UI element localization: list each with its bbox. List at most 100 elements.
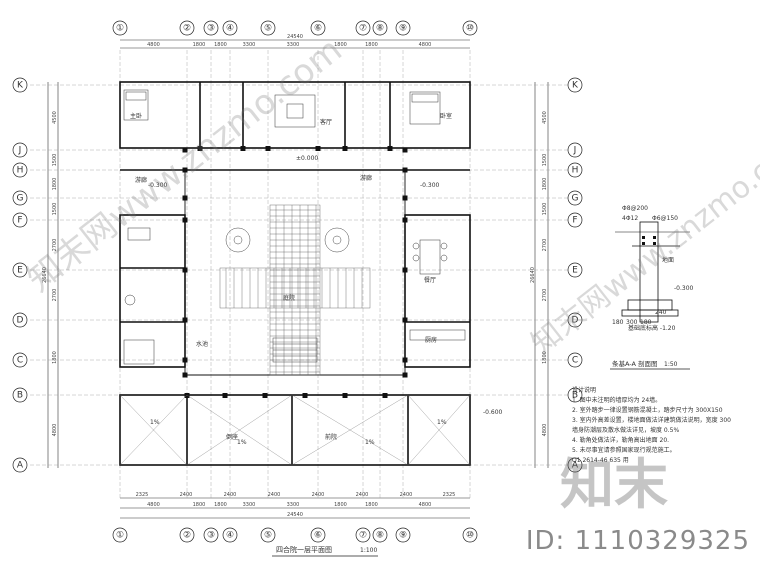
rebar-spec-3: Φ6@150	[652, 215, 678, 222]
dim-top-4: 3300	[243, 42, 256, 48]
courtyard-label: 庭院	[283, 294, 295, 302]
room-labels: 主卧 客厅 卧室 游廊 游廊 庭院 餐厅 厨房 倒座 前院 1% 1% 1% 1…	[130, 112, 503, 446]
dim-right-1: 4500	[542, 111, 548, 124]
svg-text:⑥: ⑥	[314, 531, 322, 541]
dim-top-5: 3300	[287, 42, 300, 48]
grid-col-top-7: ⑦	[355, 20, 371, 36]
grid-col-top-1: ①	[112, 20, 128, 36]
dim-bottom-2: 1800	[193, 502, 206, 508]
slope-label-3: 1%	[365, 439, 375, 446]
grid-col-bottom-8: ⑧	[372, 527, 388, 543]
note-line-6: 5. 未尽事宜请参照国家现行规范施工。	[572, 446, 676, 454]
dim-bottom2-3: 2400	[224, 492, 237, 498]
plan-scale: 1:100	[360, 547, 377, 554]
dim-top-1: 4800	[147, 42, 160, 48]
grid-row-right-A: A	[567, 457, 583, 473]
grid-col-top-5: ⑤	[260, 20, 276, 36]
grid-row-left-E: E	[12, 262, 28, 278]
grid-row-left-K: K	[12, 77, 28, 93]
note-line-2: 2. 室外踏步一律设置钢筋混凝土，踏步尺寸为 300X150	[572, 406, 723, 414]
svg-text:②: ②	[183, 24, 191, 34]
dim-right-8: 4800	[542, 424, 548, 437]
grid-row-left-H: H	[12, 162, 28, 178]
section-title: 条基A-A 剖面图	[612, 359, 658, 368]
svg-text:③: ③	[207, 24, 215, 34]
dim-left-2: 1500	[52, 154, 58, 167]
note-line-5: 4. 勒角处做法详，勒角高出地面 20.	[572, 436, 669, 444]
plan-title-block: 四合院一层平面图 1:100	[272, 545, 378, 557]
section-dim-d: 240	[655, 309, 667, 316]
grid-row-left-A: A	[12, 457, 28, 473]
dim-left-1: 4500	[52, 111, 58, 124]
plan-title: 四合院一层平面图	[276, 545, 332, 554]
grid-col-bottom-4: ④	[222, 527, 238, 543]
trees	[225, 227, 350, 253]
dim-top-2: 1800	[193, 42, 206, 48]
section-dim-b: 300	[626, 319, 638, 326]
section-elev: -0.300	[674, 285, 694, 292]
dim-top-6: 1800	[334, 42, 347, 48]
corridor-left-label: 游廊	[135, 176, 147, 184]
dining-label: 餐厅	[424, 276, 436, 284]
dim-left-5: 2700	[52, 239, 58, 252]
dim-bottom2-1: 2325	[136, 492, 149, 498]
master-bedroom-label: 主卧	[130, 112, 142, 120]
svg-text:F: F	[17, 216, 22, 226]
svg-text:③: ③	[207, 531, 215, 541]
elevation-m03-left: -0.300	[148, 182, 168, 189]
columns	[182, 146, 408, 398]
grid-col-top-3: ③	[203, 20, 219, 36]
dim-bottom-6: 1800	[334, 502, 347, 508]
grid-col-top-8: ⑧	[372, 20, 388, 36]
svg-text:A: A	[572, 461, 579, 471]
svg-text:②: ②	[183, 531, 191, 541]
watermark-id: ID: 1110329325	[525, 526, 750, 556]
grid-row-left-B: B	[12, 387, 28, 403]
svg-text:④: ④	[226, 531, 234, 541]
dim-bottom-4: 3300	[243, 502, 256, 508]
grid-col-bottom-5: ⑤	[260, 527, 276, 543]
dim-left-4: 1500	[52, 203, 58, 216]
grid-row-right-G: G	[567, 190, 583, 206]
rebar-spec-1: Φ8@200	[622, 205, 648, 212]
section-base: 基础底标高 -1.20	[628, 324, 676, 332]
section-floor-label: 地面	[662, 256, 674, 264]
living-room-label: 客厅	[320, 118, 332, 126]
svg-text:E: E	[17, 266, 23, 276]
dim-bottom2-2: 2400	[180, 492, 193, 498]
dimension-lines	[47, 39, 549, 519]
dim-right-5: 2700	[542, 239, 548, 252]
svg-text:J: J	[573, 146, 577, 156]
dim-total-left: 26640	[42, 267, 48, 283]
dim-total-right: 26640	[530, 267, 536, 283]
grid-col-top-4: ④	[222, 20, 238, 36]
grid-col-bottom-1: ①	[112, 527, 128, 543]
grid-row-right-E: E	[567, 262, 583, 278]
furniture	[123, 89, 466, 365]
dim-bottom-1: 4800	[147, 502, 160, 508]
dim-bottom-8: 4800	[419, 502, 432, 508]
svg-text:⑥: ⑥	[314, 24, 322, 34]
svg-text:K: K	[572, 81, 579, 91]
dim-right-2: 1500	[542, 154, 548, 167]
grid-col-top-9: ⑨	[395, 20, 411, 36]
note-line-1: 1. 图中未注明的墙厚均为 24墙。	[572, 396, 661, 404]
svg-text:G: G	[572, 194, 579, 204]
grid-row-right-B: B	[567, 387, 583, 403]
svg-text:C: C	[17, 356, 23, 366]
grid-row-right-H: H	[567, 162, 583, 178]
svg-text:E: E	[572, 266, 578, 276]
grid-row-left-F: F	[12, 212, 28, 228]
dim-left-8: 4800	[52, 424, 58, 437]
svg-text:B: B	[572, 391, 578, 401]
elevation-m03-right: -0.300	[420, 182, 440, 189]
front-room-label: 倒座	[226, 433, 238, 441]
section-detail: Φ8@200 4Φ12 Φ6@150 地面 -0.300 180 300 180…	[610, 205, 694, 370]
section-dim-a: 180	[612, 319, 624, 326]
corridor-right-label: 游廊	[360, 174, 372, 182]
svg-text:J: J	[18, 146, 22, 156]
svg-text:⑩: ⑩	[466, 24, 474, 34]
elevation-zero: ±0.000	[296, 155, 318, 162]
